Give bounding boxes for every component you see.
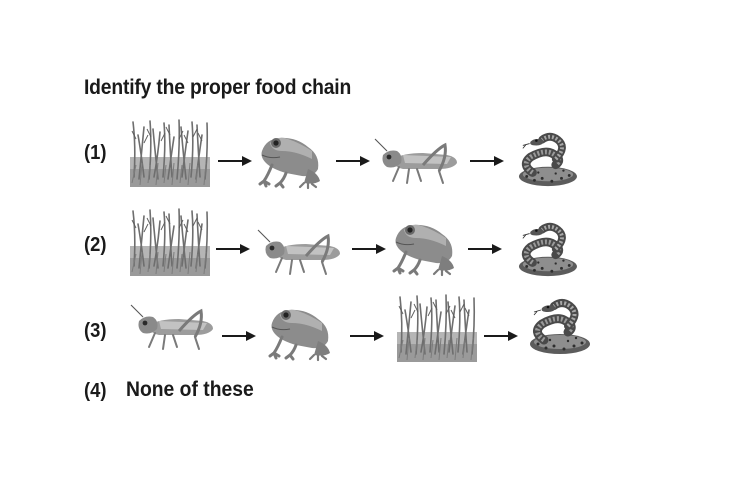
arrow-icon (216, 243, 250, 255)
grasshopper-icon (373, 137, 463, 187)
option-4-text: None of these (126, 378, 254, 401)
option-3-label: (3) (84, 320, 107, 342)
arrow-icon (484, 330, 518, 342)
arrow-icon (336, 155, 370, 167)
snake-icon (512, 220, 582, 278)
snake-icon (524, 296, 594, 356)
option-4-label: (4) (84, 380, 107, 402)
frog-icon (256, 128, 326, 190)
grass-icon (130, 206, 210, 276)
arrow-icon (350, 330, 384, 342)
arrow-icon (352, 243, 386, 255)
frog-icon (390, 215, 460, 277)
option-1-label: (1) (84, 142, 107, 164)
grasshopper-icon (128, 303, 220, 353)
arrow-icon (222, 330, 256, 342)
question-title: Identify the proper food chain (84, 76, 352, 99)
option-2-label: (2) (84, 234, 107, 256)
arrow-icon (218, 155, 252, 167)
arrow-icon (470, 155, 504, 167)
grass-icon (397, 292, 477, 362)
snake-icon (512, 130, 582, 188)
grass-icon (130, 117, 210, 187)
grasshopper-icon (255, 228, 347, 278)
arrow-icon (468, 243, 502, 255)
frog-icon (266, 300, 336, 362)
